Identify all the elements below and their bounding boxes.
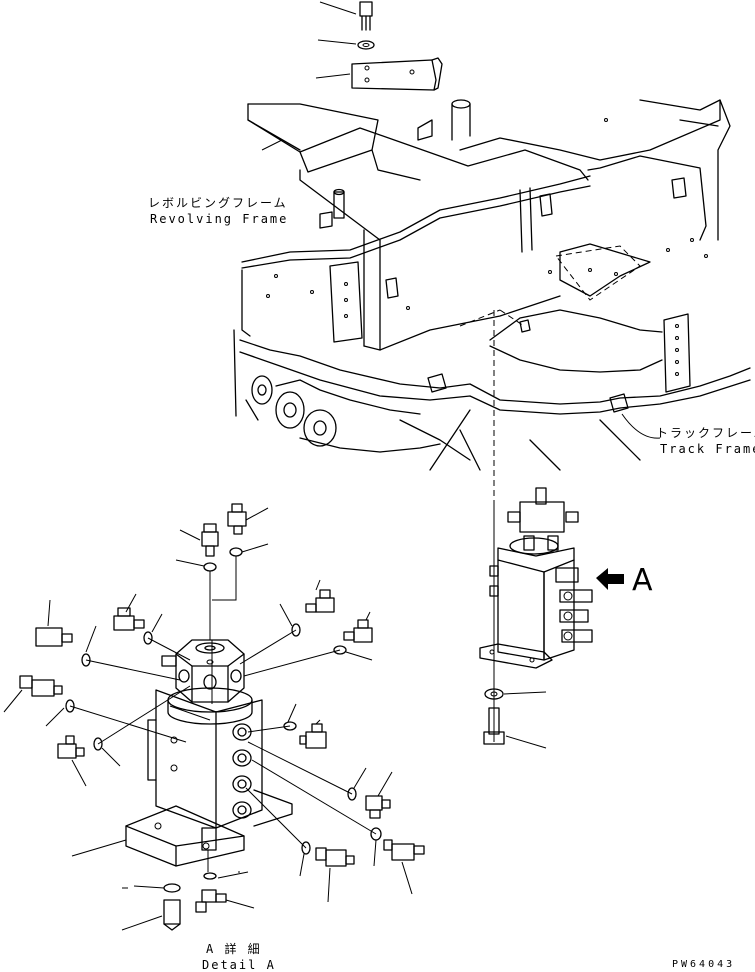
revolving-frame-label-jp: レボルビングフレーム [148,196,288,210]
drawing-code: PW64043 [672,959,736,970]
revolving-frame-label-en: Revolving Frame [150,212,289,226]
view-arrow-icon [596,568,624,590]
track-frame-label-jp: トラックフレーム [656,426,755,440]
track-frame-label-en: Track Frame [660,442,755,456]
revolving-frame [241,99,731,351]
detail-label-jp: A 詳 細 [206,942,262,956]
track-frame [233,309,751,500]
detail-label-en: Detail A [202,958,276,972]
view-marker-label: A [632,563,653,598]
top-bolt [319,1,373,31]
top-washer [317,39,375,50]
swivel-joint-detail [125,639,293,867]
top-bracket [315,57,443,91]
swivel-joint-small [479,487,593,749]
fittings [3,503,425,931]
